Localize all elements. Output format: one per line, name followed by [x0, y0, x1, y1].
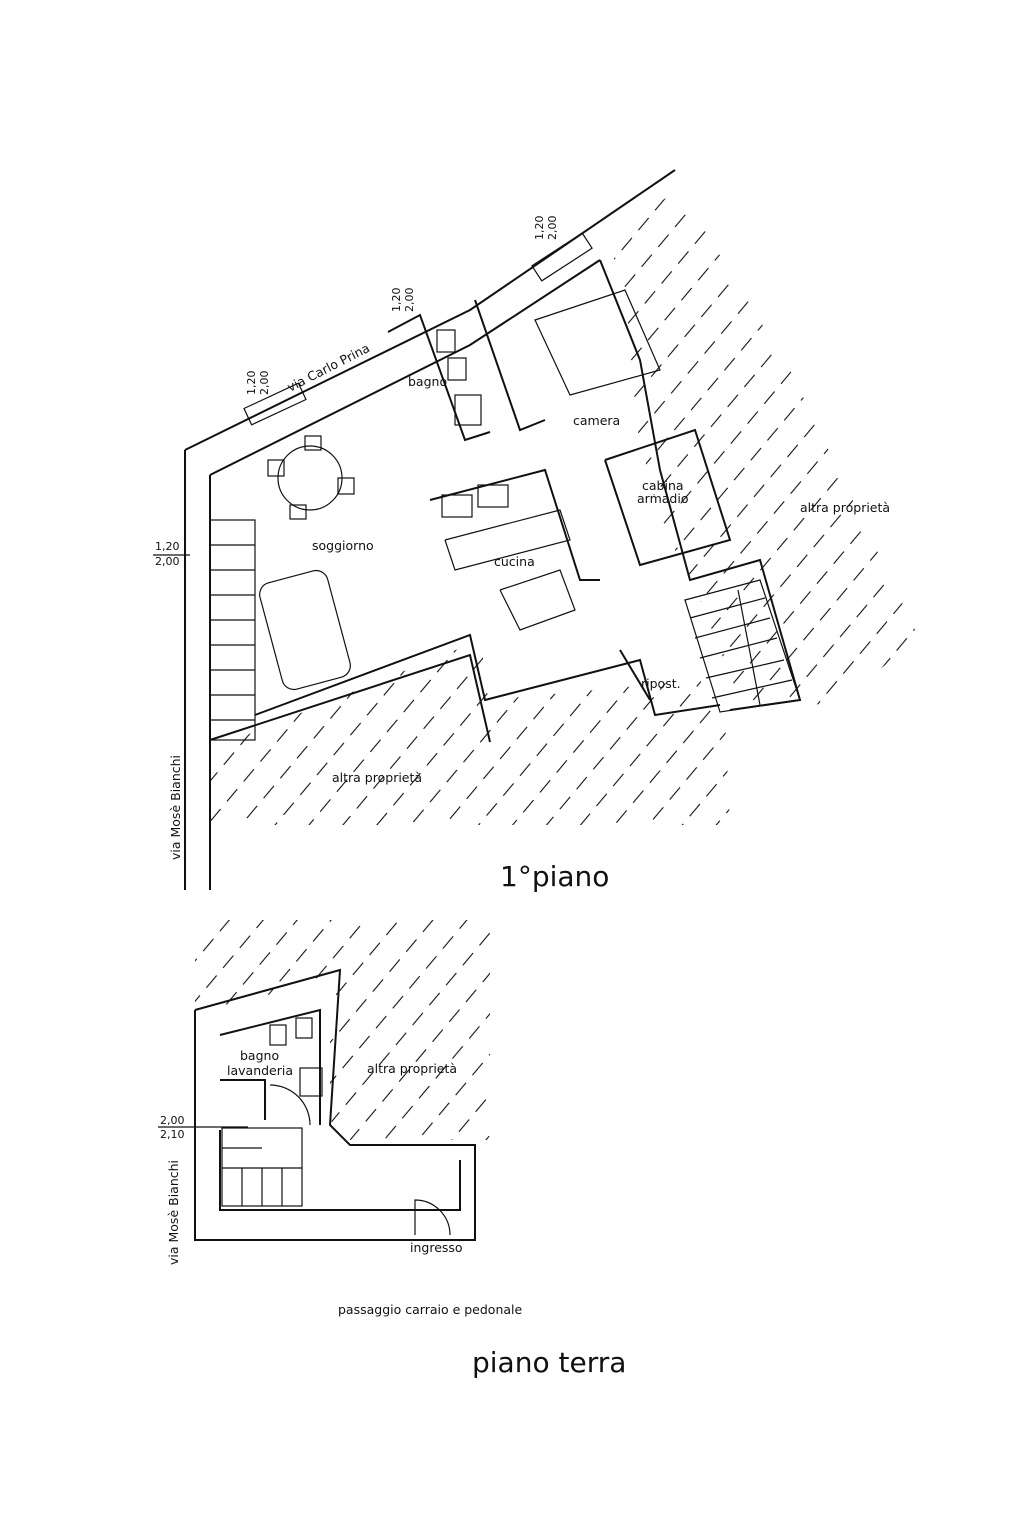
street-label-mose-bianchi: via Mosè Bianchi: [168, 755, 183, 860]
ground-window-height: 2,10: [160, 1128, 185, 1141]
room-label-bagno: bagno: [408, 374, 447, 389]
room-label-lavanderia: lavanderia: [227, 1063, 293, 1078]
bathroom-wc: [436, 329, 456, 353]
room-label-cucina: cucina: [494, 554, 535, 569]
window-3-height: 2,00: [546, 216, 559, 241]
outer-wall-street: [184, 169, 676, 451]
window-3-sill: 1,20: [533, 216, 546, 241]
window-4-sill: 1,20: [155, 540, 180, 553]
ground-wc: [269, 1024, 287, 1046]
ground-sink: [299, 1067, 323, 1097]
wall-ripost: [619, 649, 651, 701]
kitchen-hob: [477, 484, 509, 508]
window-street-1: 1,20 2,00: [243, 371, 307, 426]
window-1-sill: 1,20: [245, 371, 258, 396]
window-4-height: 2,00: [155, 555, 180, 568]
sofa: [259, 569, 351, 691]
outer-wall-bottom-2: [209, 653, 491, 743]
bathroom-bidet: [447, 357, 467, 381]
street-label-carlo-prina: via Carlo Prina: [285, 340, 373, 395]
hatch-neighbor-bottom: [210, 640, 730, 825]
street-label-ground: via Mosè Bianchi: [166, 1160, 181, 1265]
outer-wall-street-inner: [209, 259, 601, 476]
neighbor-label-bottom: altra proprietà: [332, 770, 422, 785]
staircase-left: [209, 519, 256, 741]
entrance-door: [414, 1199, 451, 1236]
bathroom-door: [269, 1084, 311, 1126]
neighbor-label-ground: altra proprietà: [367, 1061, 457, 1076]
floor-title-first: 1°piano: [500, 860, 609, 893]
dining-table: [267, 435, 355, 520]
wall-cucina-counter: [444, 509, 571, 571]
entrance-label: ingresso: [410, 1240, 463, 1255]
window-street-3: 1,20 2,00: [531, 216, 593, 282]
ground-staircase: [221, 1127, 303, 1207]
ground-inner-wall: [219, 1008, 321, 1125]
window-2-sill: 1,20: [390, 288, 403, 313]
room-label-cabina: cabina: [642, 478, 684, 493]
window-2-height: 2,00: [403, 288, 416, 313]
bathroom-sink: [454, 394, 482, 426]
room-label-ripost: ripost.: [641, 676, 681, 691]
window-left: 1,20 2,00: [153, 540, 190, 568]
ground-floor-plan: 2,00 2,10 bagno lavanderia altra proprie…: [158, 920, 626, 1379]
staircase-right: [684, 579, 801, 713]
window-street-2: 1,20 2,00: [390, 288, 416, 313]
ground-inner-wall-2: [220, 1079, 266, 1120]
room-label-camera: camera: [573, 413, 620, 428]
ground-window-sill: 2,00: [160, 1114, 185, 1127]
wall-camera-left: [474, 299, 546, 432]
wall-cucina-island: [499, 569, 576, 631]
ground-bidet: [295, 1017, 313, 1039]
floor-title-ground: piano terra: [472, 1346, 626, 1379]
room-label-armadio: armadio: [637, 491, 688, 506]
window-1-height: 2,00: [258, 371, 271, 396]
hatch-neighbor-ground: [195, 920, 490, 1140]
room-label-soggiorno: soggiorno: [312, 538, 374, 553]
outer-wall-bottom: [254, 633, 721, 717]
ground-outer-wall: [194, 968, 476, 1241]
hatch-neighbor-right: [610, 190, 920, 705]
wall-cabina: [604, 428, 732, 567]
first-floor-plan: 1,20 2,00 1,20 2,00 1,20 2,00 1,20 2,00 …: [153, 169, 920, 893]
kitchen-sink: [441, 494, 473, 518]
room-label-bagno-ground: bagno: [240, 1048, 279, 1063]
wall-bagno: [387, 313, 491, 442]
neighbor-label-right: altra proprietà: [800, 500, 890, 515]
ground-inner-wall-bottom: [219, 1130, 461, 1211]
passage-label: passaggio carraio e pedonale: [338, 1302, 523, 1317]
bed: [534, 289, 661, 396]
